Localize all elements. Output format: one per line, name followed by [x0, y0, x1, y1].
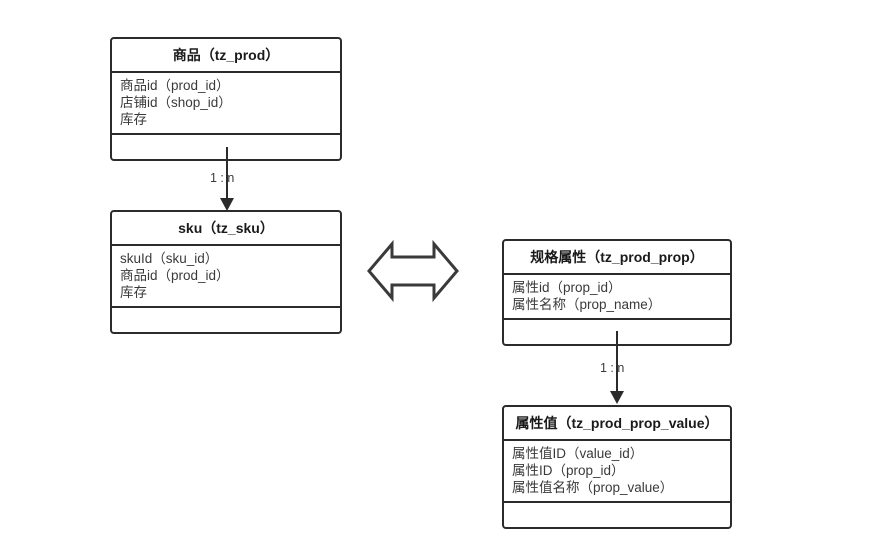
attribute-row: 商品id（prod_id） — [120, 268, 230, 283]
attribute-row: 属性值ID（value_id） — [512, 446, 644, 461]
entity-attributes-tz-prod-prop: 属性id（prop_id） 属性名称（prop_name） — [504, 275, 730, 320]
attribute-row: 属性值名称（prop_value） — [512, 480, 674, 495]
entity-box-tz-sku[interactable]: sku（tz_sku） skuId（sku_id） 商品id（prod_id） … — [110, 210, 342, 334]
attribute-row: 库存 — [120, 112, 147, 127]
entity-box-tz-prod[interactable]: 商品（tz_prod） 商品id（prod_id） 店铺id（shop_id） … — [110, 37, 342, 161]
relation-line — [226, 147, 228, 199]
entity-attributes-tz-prod-prop-value: 属性值ID（value_id） 属性ID（prop_id） 属性值名称（prop… — [504, 441, 730, 503]
attribute-row: 商品id（prod_id） — [120, 78, 230, 93]
relation-prop-to-prop-value: 1 : n — [600, 331, 624, 405]
arrowhead-icon — [220, 198, 234, 211]
arrowhead-icon — [610, 391, 624, 404]
entity-attributes-tz-prod: 商品id（prod_id） 店铺id（shop_id） 库存 — [112, 73, 340, 135]
attribute-row: 属性名称（prop_name） — [512, 297, 662, 312]
attribute-row: 属性ID（prop_id） — [512, 463, 625, 478]
entity-methods-tz-sku — [112, 308, 340, 332]
entity-methods-tz-prod-prop-value — [504, 503, 730, 527]
entity-attributes-tz-sku: skuId（sku_id） 商品id（prod_id） 库存 — [112, 246, 340, 308]
double-headed-arrow-icon — [366, 236, 460, 306]
attribute-row: 店铺id（shop_id） — [120, 95, 232, 110]
entity-title-tz-sku: sku（tz_sku） — [112, 212, 340, 246]
entity-title-tz-prod-prop: 规格属性（tz_prod_prop） — [504, 241, 730, 275]
attribute-row: 属性id（prop_id） — [512, 280, 622, 295]
entity-box-tz-prod-prop[interactable]: 规格属性（tz_prod_prop） 属性id（prop_id） 属性名称（pr… — [502, 239, 732, 346]
entity-box-tz-prod-prop-value[interactable]: 属性值（tz_prod_prop_value） 属性值ID（value_id） … — [502, 405, 732, 529]
entity-title-tz-prod: 商品（tz_prod） — [112, 39, 340, 73]
entity-title-tz-prod-prop-value: 属性值（tz_prod_prop_value） — [504, 407, 730, 441]
relation-line — [616, 331, 618, 392]
relation-label-prop-to-prop-value: 1 : n — [600, 361, 625, 375]
relation-label-prod-to-sku: 1 : n — [210, 171, 235, 185]
attribute-row: 库存 — [120, 285, 147, 300]
relation-prod-to-sku: 1 : n — [210, 147, 234, 211]
attribute-row: skuId（sku_id） — [120, 251, 219, 266]
